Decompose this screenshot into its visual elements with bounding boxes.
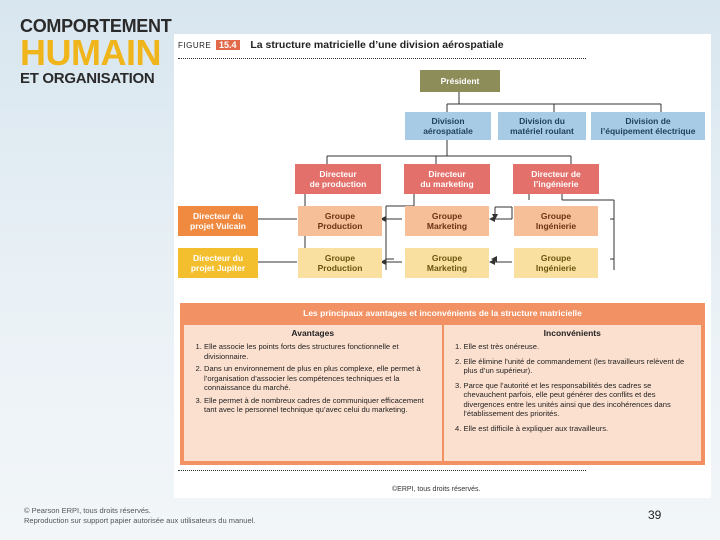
- line-division-directors: [326, 140, 572, 164]
- figure-number-badge: 15.4: [216, 40, 240, 50]
- box-group-marketing-jupiter: Groupe Marketing: [405, 248, 489, 278]
- cons-header: Inconvénients: [543, 328, 601, 338]
- cons-item: Elle est difficile à expliquer aux trava…: [464, 424, 696, 434]
- pros-item: Elle permet à de nombreux cadres de comm…: [204, 396, 436, 415]
- box-division-aerospace: Division aérospatiale: [405, 112, 491, 140]
- footer-line-2: Reproduction sur support papier autorisé…: [24, 516, 256, 525]
- cons-item: Parce que l’autorité et les responsabili…: [464, 381, 696, 419]
- box-project-jupiter: Directeur du projet Jupiter: [178, 248, 258, 278]
- figure-label: FIGURE: [178, 41, 212, 50]
- box-director-engineering: Directeur de l’ingénierie: [513, 164, 599, 194]
- page-number: 39: [648, 508, 662, 522]
- cons-column: Inconvénients Elle est très onéreuse. El…: [441, 325, 702, 461]
- logo-line-1: COMPORTEMENT: [20, 16, 172, 36]
- footer-line-1: © Pearson ERPI, tous droits réservés.: [24, 506, 151, 515]
- logo-line-2: HUMAIN: [20, 32, 161, 73]
- copyright-credit: ©ERPI, tous droits réservés.: [392, 486, 481, 493]
- box-group-engineering-vulcain: Groupe Ingénierie: [514, 206, 598, 236]
- slide-footer: © Pearson ERPI, tous droits réservés. Re…: [24, 506, 255, 526]
- pros-cons-table: Les principaux avantages et inconvénient…: [180, 303, 705, 465]
- top-dotted-rule: [178, 58, 586, 59]
- box-division-electrical: Division de l’équipement électrique: [591, 112, 705, 140]
- pros-item: Dans un environnement de plus en plus co…: [204, 364, 436, 393]
- box-president: Président: [420, 70, 500, 92]
- book-logo: COMPORTEMENT HUMAIN ET ORGANISATION: [20, 16, 172, 88]
- pros-column: Avantages Elle associe les points forts …: [184, 325, 442, 461]
- box-group-production-vulcain: Groupe Production: [298, 206, 382, 236]
- box-division-rolling-stock: Division du matériel roulant: [498, 112, 586, 140]
- box-group-production-jupiter: Groupe Production: [298, 248, 382, 278]
- cons-item: Elle élimine l’unité de commandement (le…: [464, 357, 696, 376]
- box-director-marketing: Directeur du marketing: [404, 164, 490, 194]
- line-president-divisions: [446, 92, 662, 112]
- box-director-production: Directeur de production: [295, 164, 381, 194]
- cons-list: Elle est très onéreuse. Elle élimine l’u…: [450, 342, 696, 433]
- line-director-engineering-column: [528, 194, 615, 270]
- bottom-dotted-rule: [178, 470, 586, 471]
- box-project-vulcain: Directeur du projet Vulcain: [178, 206, 258, 236]
- box-group-marketing-vulcain: Groupe Marketing: [405, 206, 489, 236]
- pros-list: Elle associe les points forts des struct…: [190, 342, 436, 415]
- line-director-marketing-column: [385, 194, 415, 270]
- figure-header: FIGURE 15.4 La structure matricielle d’u…: [178, 39, 504, 51]
- figure-panel: FIGURE 15.4 La structure matricielle d’u…: [174, 34, 711, 498]
- logo-line-3: ET ORGANISATION: [20, 70, 155, 87]
- pros-item: Elle associe les points forts des struct…: [204, 342, 436, 361]
- connector-lines: [251, 92, 662, 270]
- pros-header: Avantages: [291, 328, 335, 338]
- table-body: Avantages Elle associe les points forts …: [184, 325, 701, 461]
- cons-item: Elle est très onéreuse.: [464, 342, 696, 352]
- box-group-engineering-jupiter: Groupe Ingénierie: [514, 248, 598, 278]
- figure-title: La structure matricielle d’une division …: [250, 39, 504, 51]
- table-title: Les principaux avantages et inconvénient…: [303, 307, 582, 318]
